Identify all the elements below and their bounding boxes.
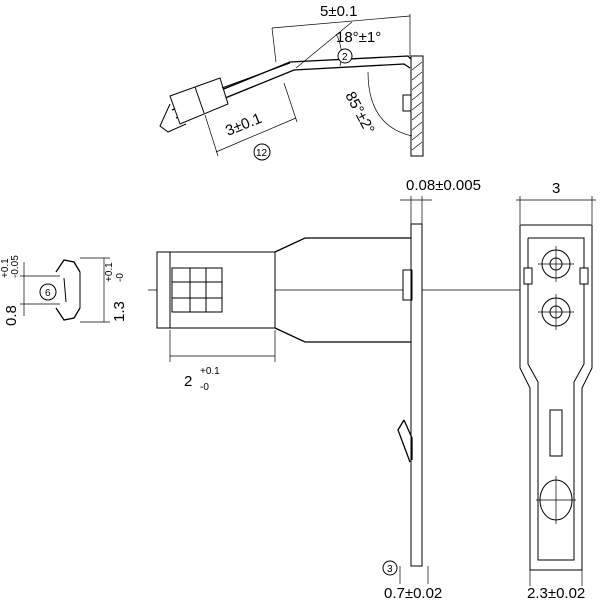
dim-center-thickness: 0.08±0.005 [406, 177, 481, 194]
dim-left-height-tol-upper: +0.1 [0, 258, 11, 278]
front-view: 3 2.3±0.02 [516, 180, 596, 600]
dim-right-width: 3 [552, 180, 560, 197]
side-view: 2 +0.1 -0 0.08±0.005 0.7±0.02 3 [156, 177, 481, 600]
dim-lower-length-tol-upper: +0.1 [200, 366, 220, 377]
top-view: 5±0.1 18°±1° 2 85°±2° 3±0.1 12 [159, 3, 424, 161]
dim-bottom-center: 0.7±0.02 [384, 585, 442, 600]
callout-6: 6 [45, 288, 51, 299]
left-end-view: 6 0.8 +0.1 -0.05 1.3 +0.1 -0 [0, 255, 128, 326]
dim-bottom-right: 2.3±0.02 [527, 585, 585, 600]
dim-left-height: 0.8 [3, 305, 20, 326]
dim-lower-length: 2 [184, 373, 192, 390]
dim-bend-angle: 18°±1° [336, 29, 381, 46]
callout-12: 12 [256, 148, 268, 159]
callout-3: 3 [387, 564, 393, 575]
dim-tab-angle: 85°±2° [341, 89, 377, 137]
tab-hatching [411, 61, 423, 151]
dim-left-height2-tol-upper: +0.1 [104, 262, 115, 282]
dim-left-height2-tol-lower: -0 [115, 273, 126, 282]
dim-lower-length-tol-lower: -0 [200, 382, 209, 393]
dim-left-height2: 1.3 [111, 301, 128, 322]
dim-top-length: 5±0.1 [320, 3, 357, 20]
dim-top-width: 3±0.1 [223, 110, 264, 140]
dim-left-height-tol-lower: -0.05 [10, 255, 21, 278]
callout-2: 2 [342, 52, 348, 63]
